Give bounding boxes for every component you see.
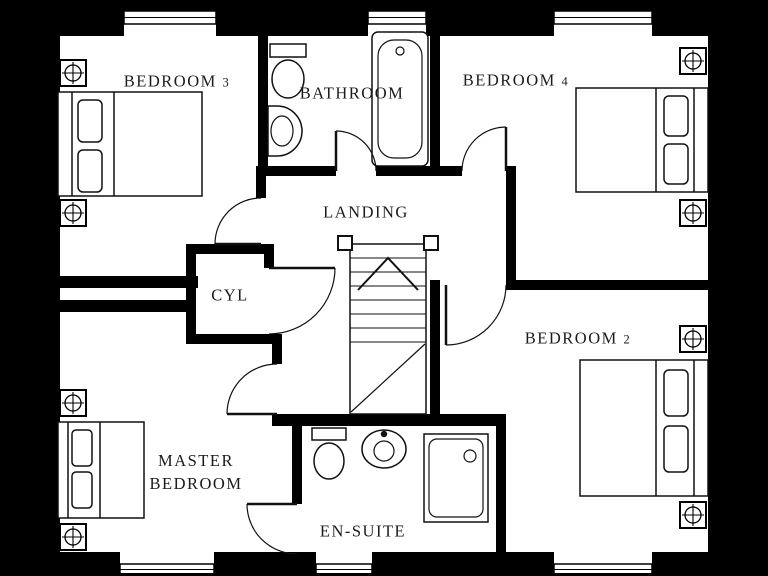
window-vent-icon	[59, 389, 87, 417]
double-bed-icon	[57, 421, 145, 519]
windows	[119, 2, 653, 576]
room-name: EN-SUITE	[319, 521, 407, 541]
double-bed-icon	[57, 91, 203, 197]
window-icon	[315, 552, 373, 576]
window-icon	[553, 552, 653, 576]
room-name: BATHROOM	[299, 83, 405, 103]
room-label-landing: LANDING	[323, 201, 409, 224]
room-number: 4	[561, 74, 570, 89]
door-icon	[444, 284, 507, 346]
shower-tray-icon	[423, 433, 489, 523]
stairs-icon	[337, 235, 439, 415]
room-label-master-bedroom: MASTER BEDROOM	[149, 449, 242, 495]
room-name: BEDROOM	[524, 328, 618, 348]
door-swings	[214, 126, 508, 555]
room-number: 2	[623, 332, 632, 347]
basin-icon	[361, 429, 407, 469]
room-name-line1: MASTER	[158, 451, 234, 470]
door-icon	[461, 126, 508, 172]
window-vent-icon	[679, 47, 707, 75]
window-vent-icon	[679, 501, 707, 529]
door-icon	[334, 130, 377, 172]
window-vent-icon	[59, 523, 87, 551]
room-label-bedroom-3: BEDROOM 3	[124, 70, 230, 95]
window-icon	[119, 552, 215, 576]
basin-icon	[267, 105, 303, 157]
door-icon	[226, 363, 278, 416]
room-label-bedroom-2: BEDROOM 2	[525, 327, 631, 352]
room-name: CYL	[211, 285, 249, 305]
walls	[48, 24, 720, 564]
room-name: BEDROOM	[123, 71, 217, 91]
window-icon	[123, 2, 217, 36]
room-number: 3	[222, 75, 231, 90]
double-bed-icon	[579, 359, 709, 497]
door-icon	[246, 502, 298, 555]
room-label-bathroom: BATHROOM	[300, 82, 405, 105]
room-label-bedroom-4: BEDROOM 4	[463, 69, 569, 94]
window-vent-icon	[679, 199, 707, 227]
toilet-icon	[269, 43, 307, 99]
door-icon	[214, 197, 262, 246]
window-vent-icon	[59, 59, 87, 87]
door-icon	[268, 266, 336, 335]
bathtub-icon	[371, 31, 429, 167]
toilet-icon	[311, 427, 347, 480]
window-vent-icon	[59, 199, 87, 227]
room-label-ensuite: EN-SUITE	[320, 520, 406, 543]
window-icon	[367, 2, 427, 36]
window-icon	[553, 2, 653, 36]
room-name-line2: BEDROOM	[149, 474, 243, 493]
room-name: LANDING	[323, 202, 409, 222]
double-bed-icon	[575, 87, 709, 193]
window-vent-icon	[679, 325, 707, 353]
room-label-cyl: CYL	[211, 284, 249, 307]
room-name: BEDROOM	[462, 70, 556, 90]
